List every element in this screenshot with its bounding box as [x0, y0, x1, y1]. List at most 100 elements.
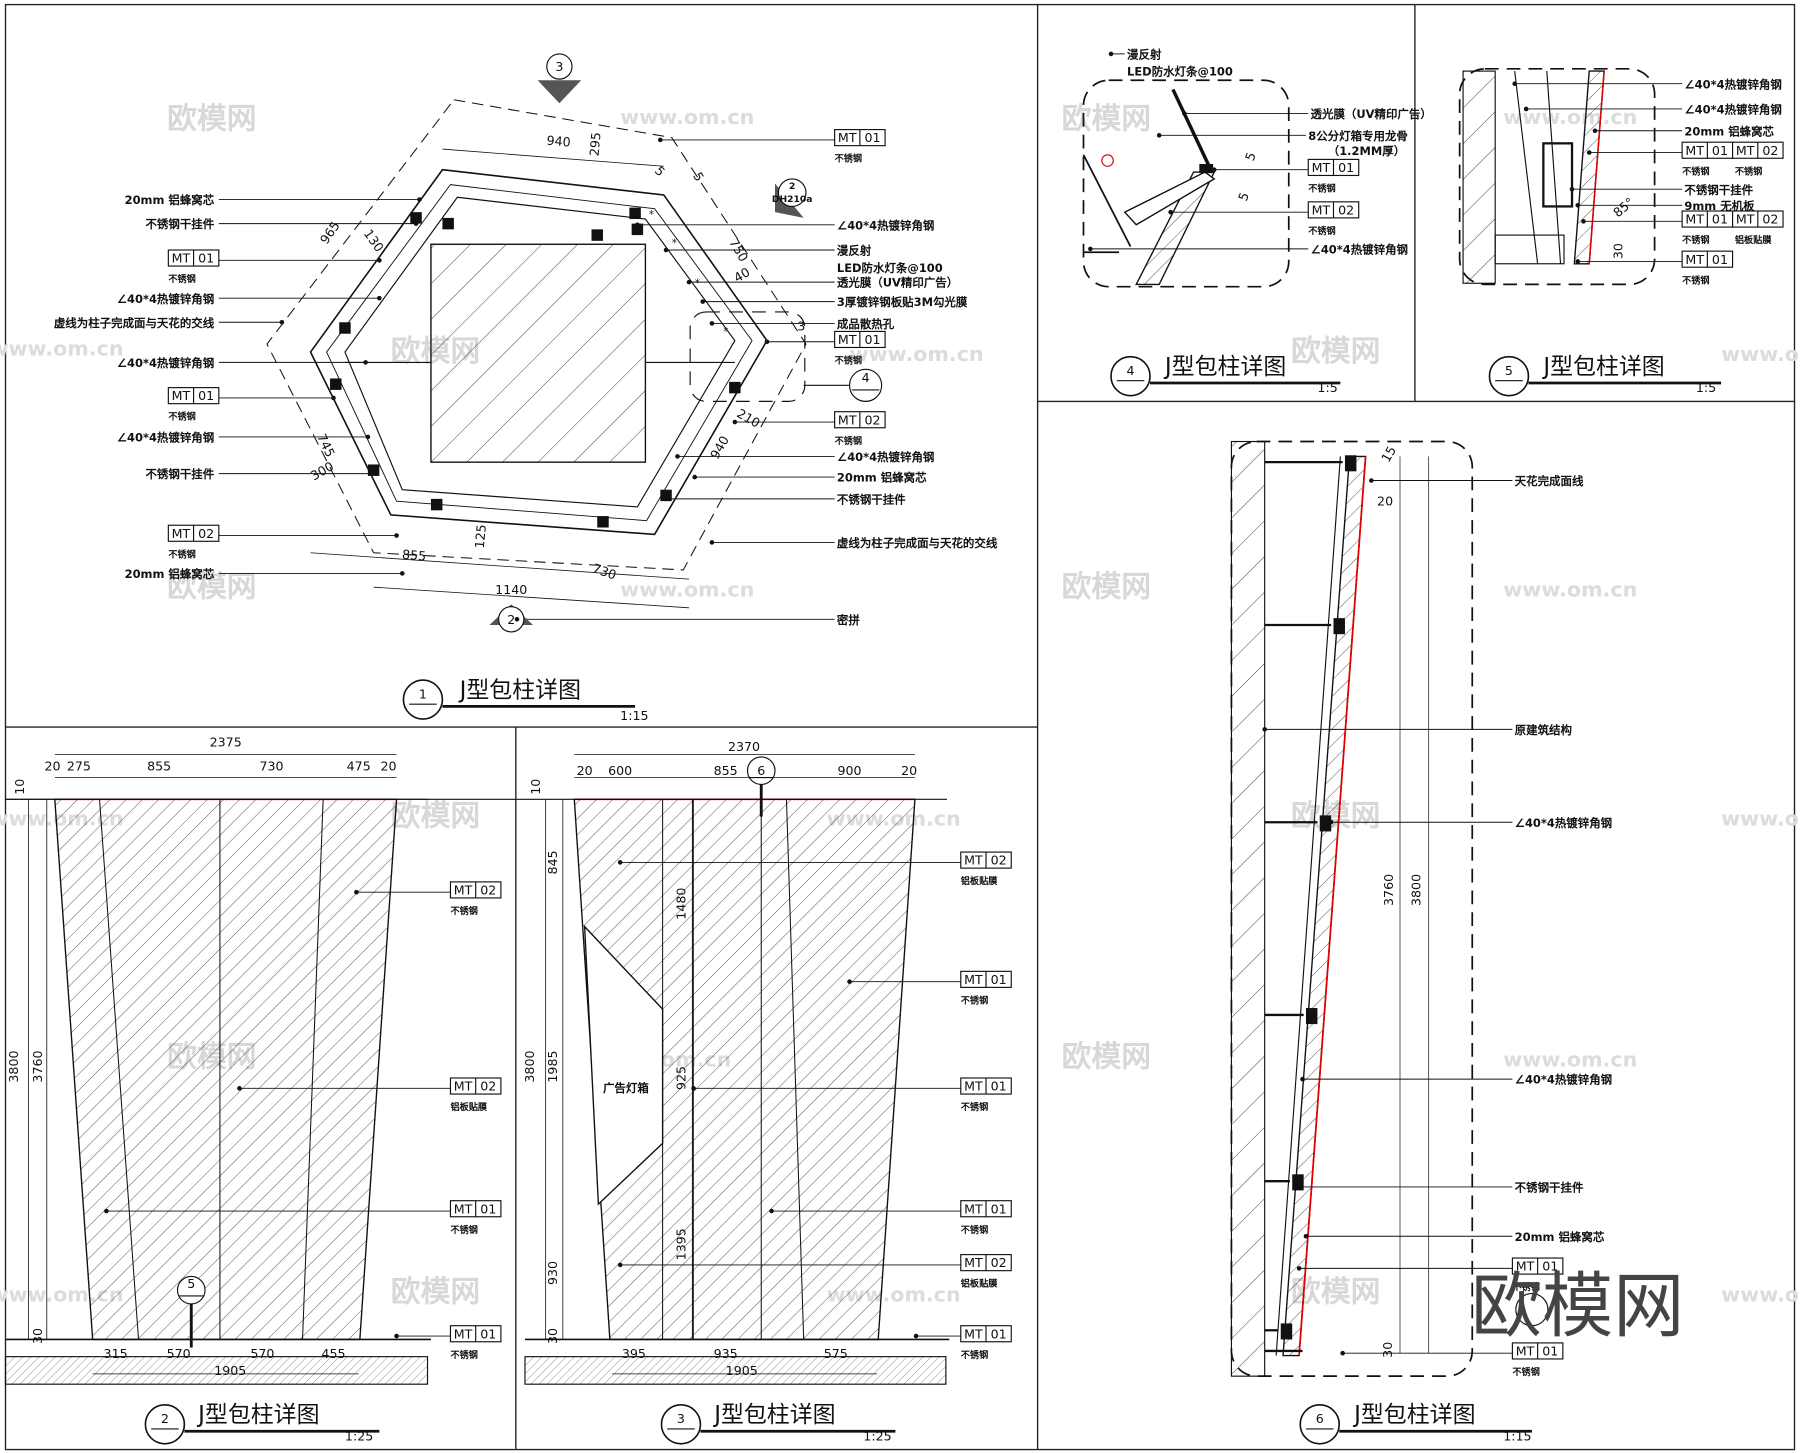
lightbox-label: 广告灯箱	[603, 1081, 649, 1095]
material-note: 不锈钢	[450, 1224, 477, 1236]
mt-number: 01	[1542, 1344, 1558, 1359]
material-note: 不锈钢	[1682, 234, 1709, 246]
dimension-label: 295	[587, 131, 604, 156]
mt-number: 02	[1762, 212, 1778, 227]
material-note: 不锈钢	[1512, 1281, 1539, 1293]
dimension-label: 965	[317, 218, 343, 246]
dimension-label: 3	[797, 318, 805, 333]
mt-number: 02	[1338, 202, 1354, 217]
mt-code: MT	[1736, 143, 1755, 158]
callout-label: 3厚镀锌钢板贴3M勾光膜	[837, 295, 968, 309]
dimension-label: 3760	[1381, 874, 1396, 906]
material-note: 不锈钢	[168, 548, 195, 560]
material-note: 不锈钢	[1682, 274, 1709, 286]
watermark-brand: 欧模网	[391, 799, 480, 834]
dimension-label: 20	[381, 759, 397, 774]
dimension-label: 3800	[1409, 874, 1424, 906]
dimension-label: 15	[1378, 443, 1399, 464]
drawing-scale: 1:5	[1696, 380, 1716, 395]
dimension-label: 730	[591, 560, 619, 582]
mt-number: 02	[480, 883, 496, 898]
drawing-number: 3	[677, 1411, 685, 1426]
dimension-label: 30	[1610, 243, 1625, 259]
drawing-number: 5	[1505, 363, 1513, 378]
sheet-frames	[4, 3, 1796, 1451]
dimension-label: 845	[545, 850, 560, 874]
mt-number: 02	[864, 412, 880, 427]
callout-label: 透光膜（UV精印广告）	[1311, 107, 1432, 121]
watermark-url: www.om.cn	[620, 577, 754, 601]
drawing-title: J型包柱详图	[1163, 354, 1286, 380]
callout-label: ∠40*4热镀锌角钢	[837, 218, 934, 232]
drawing-title: J型包柱详图	[1541, 354, 1664, 380]
callout-label: （1.2MM厚）	[1328, 144, 1405, 158]
material-note: 不锈钢	[168, 273, 195, 285]
material-note: 不锈钢	[961, 1349, 988, 1361]
mt-number: 02	[991, 1255, 1007, 1270]
drawing-title: J型包柱详图	[458, 677, 581, 703]
mt-number: 01	[1712, 212, 1728, 227]
watermark-logo: 欧模网	[1471, 1264, 1684, 1347]
callout-label: ∠40*4热镀锌角钢	[1684, 77, 1781, 91]
watermark-url: www.om.cn	[0, 337, 124, 361]
watermark-url: www.om.cn	[620, 105, 754, 129]
detail-marker-6: 6	[757, 763, 765, 778]
mt-code: MT	[1516, 1259, 1535, 1274]
dimension-label: 745	[314, 431, 338, 459]
svg-text:*: *	[649, 209, 654, 221]
mt-code: MT	[172, 388, 191, 403]
callout-label: 不锈钢干挂件	[145, 467, 214, 481]
callout-label: 虚线为柱子完成面与天花的交线	[54, 316, 215, 330]
callout-label: ∠40*4热镀锌角钢	[1515, 1073, 1612, 1087]
mt-code: MT	[1312, 160, 1331, 175]
dimension-label: 925	[674, 1066, 689, 1090]
dimension-label: 3800	[522, 1050, 537, 1082]
dimension-label: 130	[361, 226, 387, 254]
callout-label: 8公分灯箱专用龙骨	[1308, 129, 1408, 143]
dimension-label: 30	[545, 1328, 560, 1344]
mt-number: 01	[1712, 252, 1728, 267]
detail-sheet-ref: DH210a	[772, 194, 813, 205]
dimension-label: 1985	[545, 1050, 560, 1082]
callout-label: 不锈钢干挂件	[145, 217, 214, 231]
callout-label: 透光膜（UV精印广告）	[837, 276, 958, 290]
callout-label: ∠40*4热镀锌角钢	[1515, 816, 1612, 830]
watermark-url: www.om.cn	[1721, 807, 1800, 831]
mt-code: MT	[964, 1255, 983, 1270]
mt-number: 01	[1542, 1259, 1558, 1274]
watermark-brand: 欧模网	[167, 569, 256, 604]
drawing-title: J型包柱详图	[1352, 1402, 1475, 1428]
material-note: 不锈钢	[961, 1224, 988, 1236]
watermark-brand: 欧模网	[1062, 101, 1151, 136]
watermark-brand: 欧模网	[391, 1275, 480, 1310]
dimension-label: 935	[714, 1346, 738, 1361]
mt-code: MT	[1685, 252, 1704, 267]
mt-number: 01	[991, 1079, 1007, 1094]
drawing-scale: 1:15	[620, 708, 648, 723]
callout-label: 20mm 铝蜂窝芯	[1684, 124, 1774, 138]
mt-number: 01	[480, 1201, 496, 1216]
svg-text:*: *	[723, 326, 728, 338]
dimension-label: 20	[901, 763, 917, 778]
callout-label: 不锈钢干挂件	[1515, 1181, 1584, 1195]
dimension-label: 5	[1235, 190, 1252, 203]
mt-code: MT	[1736, 212, 1755, 227]
dimension-label: 1395	[674, 1228, 689, 1260]
mt-code: MT	[454, 1079, 473, 1094]
material-note: 不锈钢	[961, 994, 988, 1006]
drawing-number: 6	[1316, 1411, 1324, 1426]
callout-label: ∠40*4热镀锌角钢	[117, 431, 214, 445]
mt-code: MT	[964, 1201, 983, 1216]
mt-number: 01	[991, 972, 1007, 987]
material-note: 不锈钢	[835, 435, 862, 447]
dimension-label: 570	[167, 1346, 191, 1361]
mt-code: MT	[838, 412, 857, 427]
material-note: 不锈钢	[1308, 225, 1335, 237]
mt-code: MT	[172, 526, 191, 541]
callout-label: 密拼	[836, 613, 860, 627]
material-note: 不锈钢	[835, 153, 862, 165]
watermark-brand: 欧模网	[1062, 569, 1151, 604]
drawing-title: J型包柱详图	[712, 1402, 835, 1428]
mt-code: MT	[1685, 143, 1704, 158]
